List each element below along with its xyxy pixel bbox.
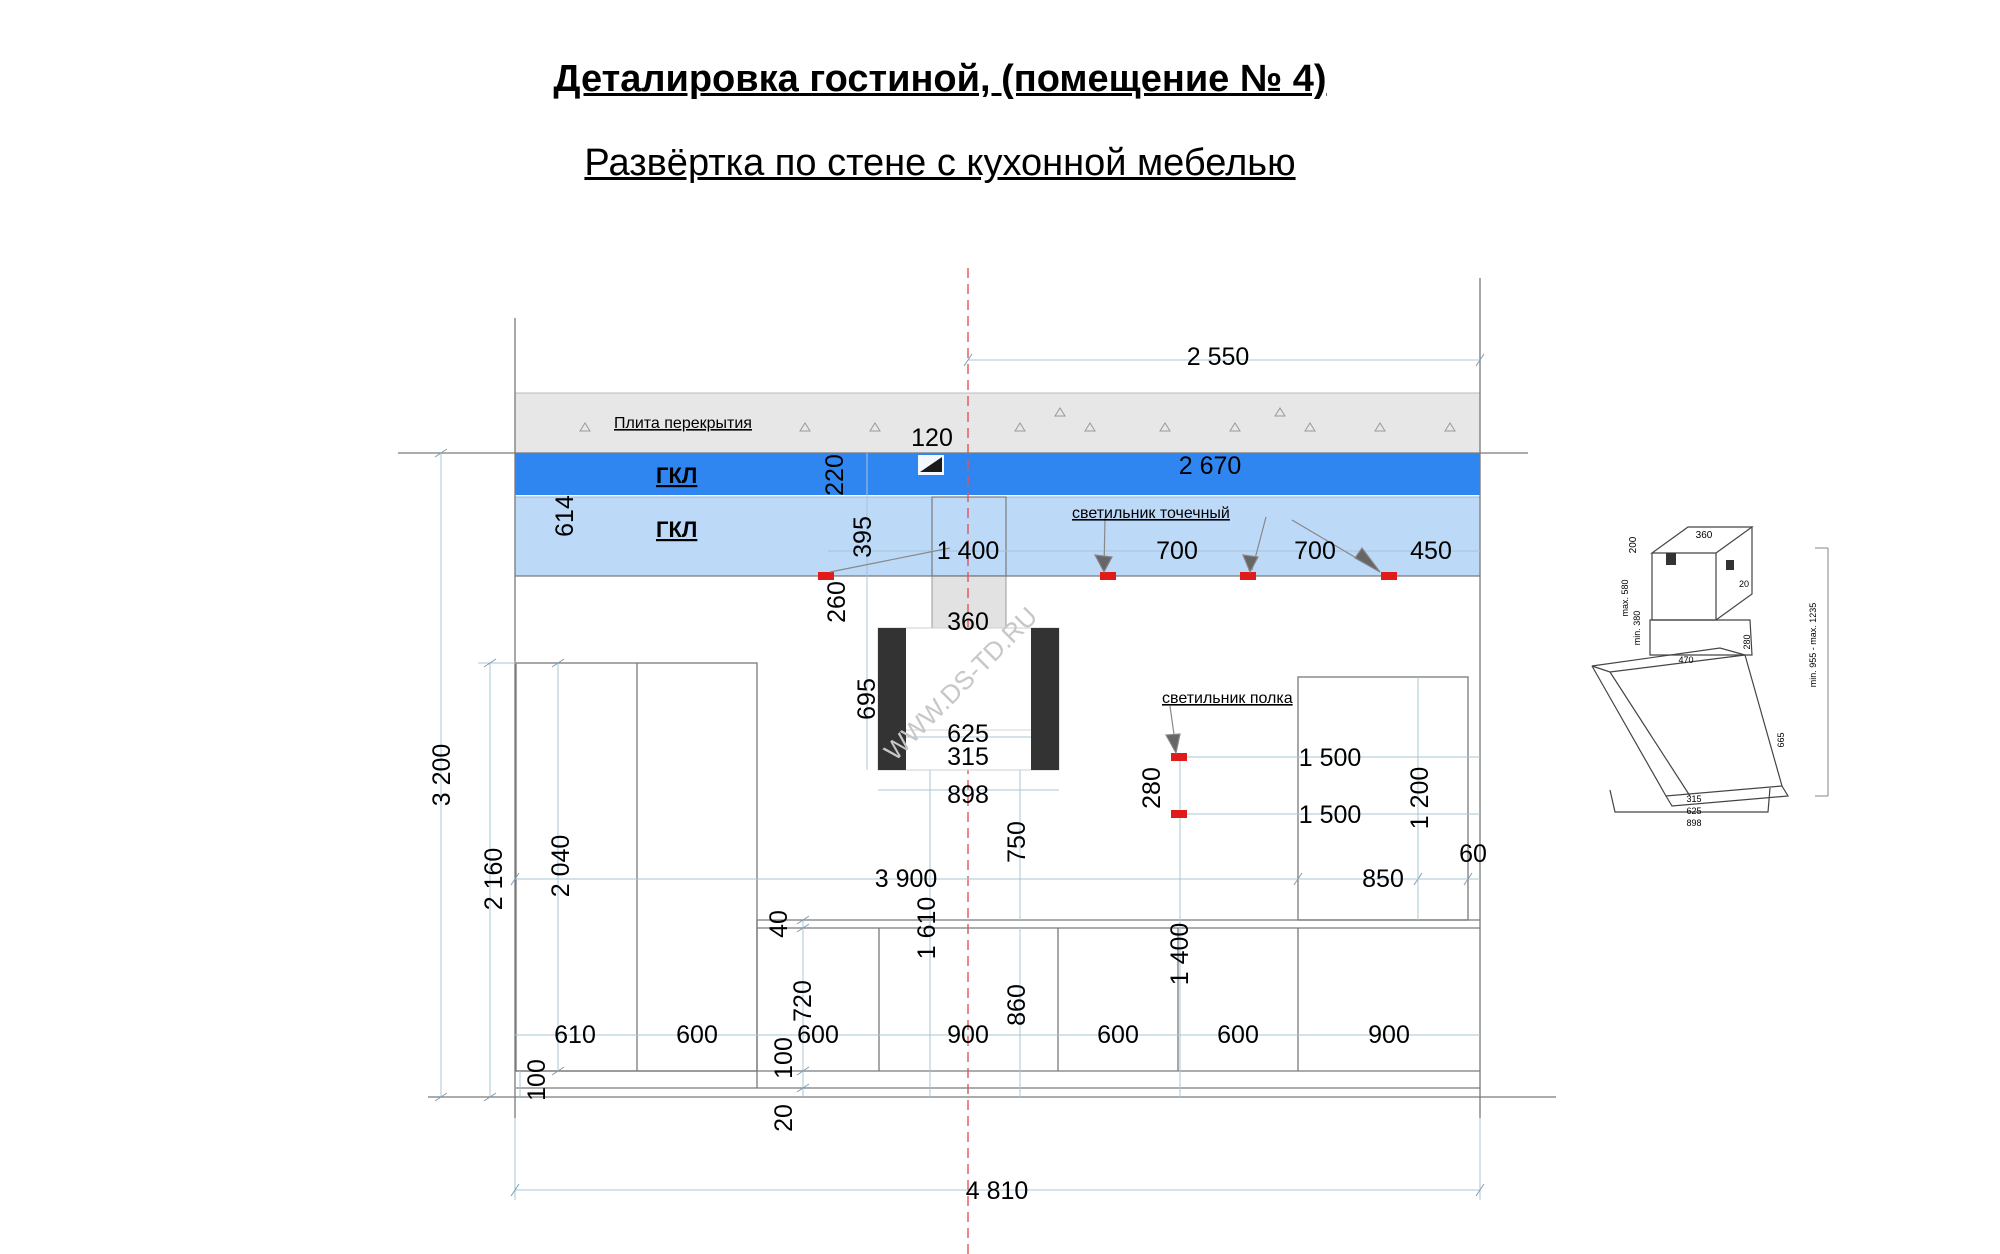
svg-text:1 400: 1 400 [1166,923,1194,986]
svg-text:2 670: 2 670 [1179,452,1242,480]
svg-text:625: 625 [1686,806,1701,816]
page-subtitle: Развёртка по стене с кухонной мебелью [584,142,1296,184]
svg-text:60: 60 [1459,840,1487,868]
gkl-label-1: ГКЛ [656,463,697,488]
svg-text:1 500: 1 500 [1299,744,1362,772]
svg-text:360: 360 [1696,530,1713,541]
tall-cabinets [515,662,758,1072]
slab-label: Плита перекрытия [614,415,752,432]
svg-text:695: 695 [853,678,881,720]
svg-text:470: 470 [1678,655,1693,665]
svg-text:1 610: 1 610 [913,897,941,960]
gkl-layer-dark [515,453,1480,495]
svg-text:625: 625 [947,720,989,748]
slab-hatch-marks [579,407,1456,432]
hood-duct-box [931,496,1007,577]
svg-text:100: 100 [770,1037,798,1079]
svg-text:860: 860 [1003,984,1031,1026]
svg-text:900: 900 [947,1021,989,1049]
svg-text:600: 600 [676,1021,718,1049]
leader-lines [829,516,1381,755]
spotlight-label: светильник точечный [1072,505,1230,522]
svg-text:850: 850 [1362,865,1404,893]
wall-cabinet [1297,676,1469,921]
svg-text:315: 315 [947,743,989,771]
svg-text:395: 395 [849,516,877,558]
svg-text:100: 100 [523,1059,551,1101]
duct-corner-triangle [920,457,942,472]
svg-text:220: 220 [821,454,849,496]
range-hood [877,627,1060,771]
svg-text:750: 750 [1003,821,1031,863]
svg-text:2 160: 2 160 [480,848,508,911]
svg-text:900: 900 [1368,1021,1410,1049]
svg-text:1 400: 1 400 [937,537,1000,565]
svg-text:610: 610 [554,1021,596,1049]
svg-text:4 810: 4 810 [966,1177,1029,1205]
shelf-light-label: светильник полка [1162,690,1293,707]
svg-text:20: 20 [770,1104,798,1132]
svg-text:315: 315 [1686,794,1701,804]
svg-text:450: 450 [1410,537,1452,565]
svg-text:600: 600 [1097,1021,1139,1049]
svg-text:720: 720 [789,980,817,1022]
svg-text:20: 20 [1739,579,1749,589]
svg-text:min. 955 - max. 1235: min. 955 - max. 1235 [1808,603,1818,688]
svg-text:898: 898 [947,781,989,809]
svg-text:min. 380: min. 380 [1632,611,1642,646]
svg-text:898: 898 [1686,818,1701,828]
svg-text:600: 600 [797,1021,839,1049]
svg-text:280: 280 [1138,767,1166,809]
svg-text:120: 120 [911,424,953,452]
svg-text:260: 260 [823,581,851,623]
svg-text:max. 580: max. 580 [1620,579,1630,616]
svg-text:40: 40 [765,910,793,938]
svg-text:1 200: 1 200 [1406,767,1434,830]
svg-text:280: 280 [1742,634,1752,649]
svg-text:200: 200 [1628,536,1639,553]
gkl-label-2: ГКЛ [656,517,697,542]
svg-text:665: 665 [1776,732,1786,747]
svg-text:600: 600 [1217,1021,1259,1049]
spot-lights [818,572,1397,818]
hood-spec-sketch [1591,526,1829,813]
svg-text:3 200: 3 200 [428,744,456,807]
page-title: Деталировка гостиной, (помещение № 4) [553,58,1327,100]
svg-text:2 550: 2 550 [1187,343,1250,371]
svg-text:1 500: 1 500 [1299,801,1362,829]
base-cabinets [516,919,1480,1089]
hood-spec-labels: 360 200 20 max. 580 min. 380 280 min. 95… [1620,530,1818,828]
svg-text:700: 700 [1156,537,1198,565]
svg-text:700: 700 [1294,537,1336,565]
svg-text:614: 614 [551,495,579,537]
svg-text:360: 360 [947,608,989,636]
svg-text:3 900: 3 900 [875,865,938,893]
svg-text:2 040: 2 040 [547,835,575,898]
dimension-labels: 2 550 2 670 120 220 614 395 1 400 700 70… [428,343,1487,1205]
